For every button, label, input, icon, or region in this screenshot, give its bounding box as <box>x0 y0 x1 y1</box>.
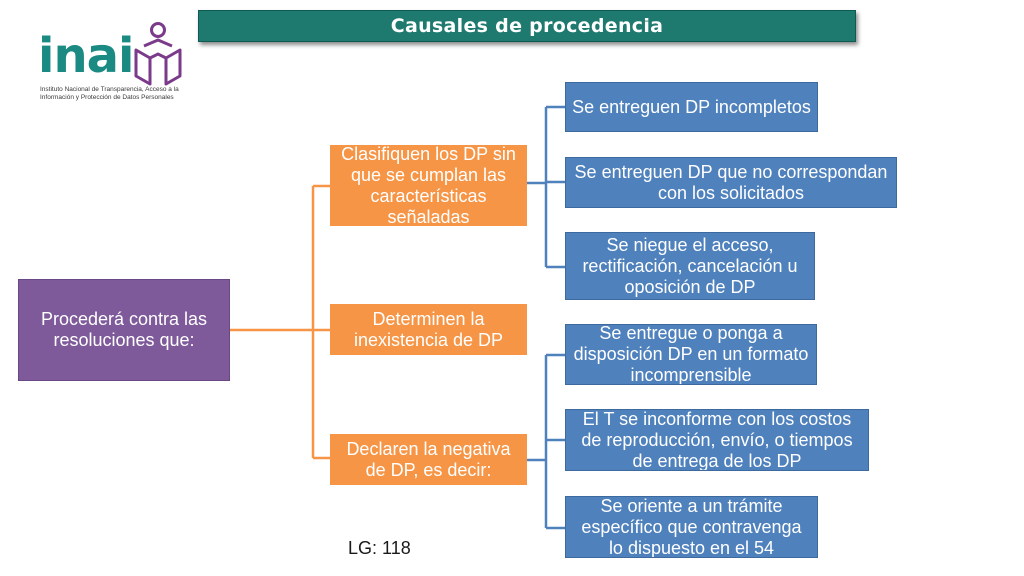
logo-wordmark: inai <box>38 28 134 84</box>
leaf-node-label: Se niegue el acceso, rectificación, canc… <box>582 234 798 297</box>
branch-node-label: Declaren la negativa de DP, es decir: <box>346 438 511 480</box>
leaf-node-label: Se entreguen DP que no correspondan con … <box>574 161 888 203</box>
title-banner: Causales de procedencia <box>198 10 856 42</box>
leaf-node-6: Se oriente a un trámite específico que c… <box>565 496 818 558</box>
branch-node-label: Determinen la inexistencia de DP <box>353 308 504 350</box>
leaf-node-label: Se entreguen DP incompletos <box>572 96 811 117</box>
inai-logo <box>36 18 186 108</box>
leaf-node-3: Se niegue el acceso, rectificación, canc… <box>565 232 815 300</box>
branch-node-1: Clasifiquen los DP sin que se cumplan la… <box>330 145 527 226</box>
inai-logo-mark <box>134 22 182 86</box>
leaf-node-label: El T se inconforme con los costos de rep… <box>581 409 853 471</box>
branch-node-3: Declaren la negativa de DP, es decir: <box>330 434 527 485</box>
leaf-node-1: Se entreguen DP incompletos <box>565 82 818 132</box>
legal-reference: LG: 118 <box>348 538 411 558</box>
leaf-node-4: Se entregue o ponga a disposición DP en … <box>565 324 817 385</box>
root-node-label: Procederá contra las resoluciones que: <box>40 309 208 350</box>
leaf-node-2: Se entreguen DP que no correspondan con … <box>565 157 897 208</box>
root-node: Procederá contra las resoluciones que: <box>18 279 230 381</box>
logo-subtitle: Instituto Nacional de Transparencia, Acc… <box>40 86 179 101</box>
branch-node-2: Determinen la inexistencia de DP <box>330 304 527 355</box>
leaf-node-label: Se oriente a un trámite específico que c… <box>581 496 802 558</box>
leaf-node-5: El T se inconforme con los costos de rep… <box>565 409 869 471</box>
leaf-node-label: Se entregue o ponga a disposición DP en … <box>573 324 809 385</box>
page-title: Causales de procedencia <box>390 15 664 37</box>
branch-node-label: Clasifiquen los DP sin que se cumplan la… <box>341 145 516 226</box>
